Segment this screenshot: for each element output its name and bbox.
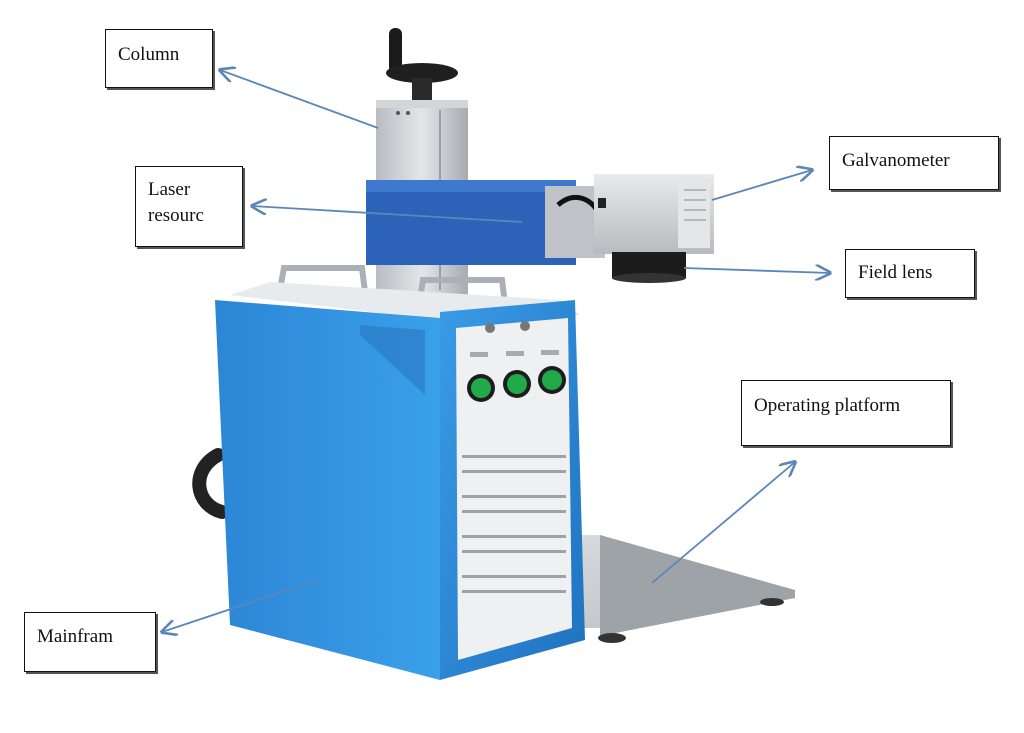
label-laser-line1: Laser (148, 179, 191, 200)
label-operating-platform: Operating platform (741, 380, 951, 446)
label-operating-platform-text: Operating platform (754, 395, 901, 416)
label-field-lens: Field lens (845, 249, 975, 298)
operating-platform (560, 535, 795, 643)
callout-arrows (162, 70, 830, 632)
label-field-lens-text: Field lens (858, 262, 933, 283)
label-galvanometer-text: Galvanometer (842, 150, 950, 171)
label-mainframe-text: Mainfram (37, 626, 113, 647)
arrow-platform (651, 462, 795, 584)
label-mainframe: Mainfram (24, 612, 156, 672)
arrow-laser (252, 206, 523, 223)
arrow-galvanometer (711, 170, 812, 201)
power-cable (192, 448, 229, 519)
label-laser-source: Laser resourc (135, 166, 243, 247)
arrow-column (220, 70, 379, 129)
field-lens (612, 252, 686, 283)
label-galvanometer: Galvanometer (829, 136, 999, 190)
green-push-button-icon (467, 366, 566, 402)
crank-handle-icon (386, 28, 458, 100)
label-column: Column (105, 29, 213, 88)
arrow-mainframe (162, 579, 319, 632)
galvanometer (594, 174, 714, 254)
label-column-text: Column (118, 44, 180, 65)
mainframe-cabinet (215, 265, 585, 680)
arrow-field-lens (683, 268, 830, 273)
label-laser-line2: resourc (148, 205, 204, 226)
laser-source (366, 180, 605, 265)
